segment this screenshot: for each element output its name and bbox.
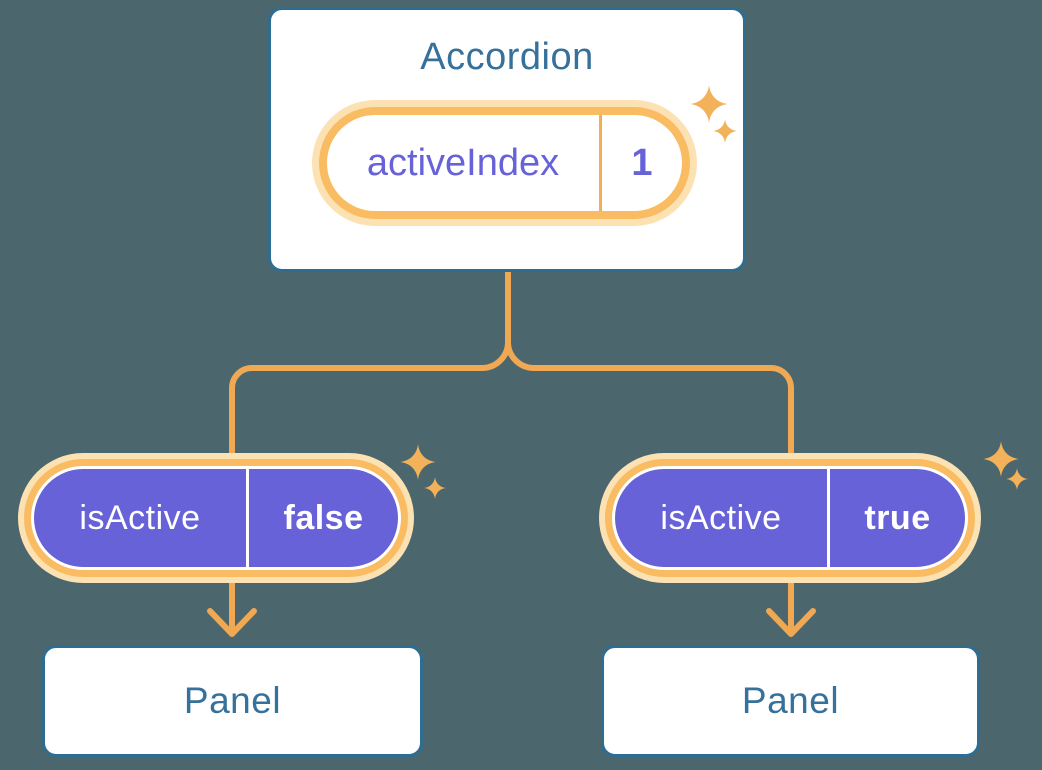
prop-pill-isactive-false: isActive false [18, 453, 414, 583]
pill-divider [827, 469, 830, 567]
prop-pill-body: isActive false [31, 466, 401, 570]
sparkle-icon [713, 119, 737, 143]
prop-pill-isactive-true: isActive true [599, 453, 981, 583]
sparkle-icon [424, 477, 446, 499]
pill-divider [599, 115, 602, 211]
prop-pill-body: isActive true [612, 466, 968, 570]
state-value: 1 [631, 141, 653, 184]
accordion-title: Accordion [420, 36, 594, 78]
connector-branch-right [505, 339, 794, 633]
prop-value: true [864, 498, 931, 537]
state-name-label: activeIndex [366, 141, 560, 184]
prop-value: false [283, 498, 364, 537]
panel-card: Panel [42, 645, 423, 757]
sparkle-icon [690, 85, 728, 123]
prop-name-label: isActive [79, 498, 201, 537]
connector-branch-left [229, 339, 511, 633]
panel-card: Panel [601, 645, 980, 757]
prop-pill-ring: isActive true [605, 459, 975, 577]
arrow-down-icon [207, 608, 257, 637]
prop-pill-ring: isActive false [24, 459, 408, 577]
state-pill: activeIndex 1 [312, 100, 697, 226]
arrow-down-icon [766, 608, 816, 637]
state-pill-ring: activeIndex 1 [319, 107, 690, 219]
prop-name-label: isActive [660, 498, 782, 537]
sparkle-icon [983, 441, 1019, 477]
sparkle-icon [1006, 468, 1028, 490]
accordion-card: Accordion activeIndex 1 [268, 7, 746, 272]
sparkle-icon [400, 444, 436, 480]
state-pill-body: activeIndex 1 [327, 115, 682, 211]
pill-divider [246, 469, 249, 567]
